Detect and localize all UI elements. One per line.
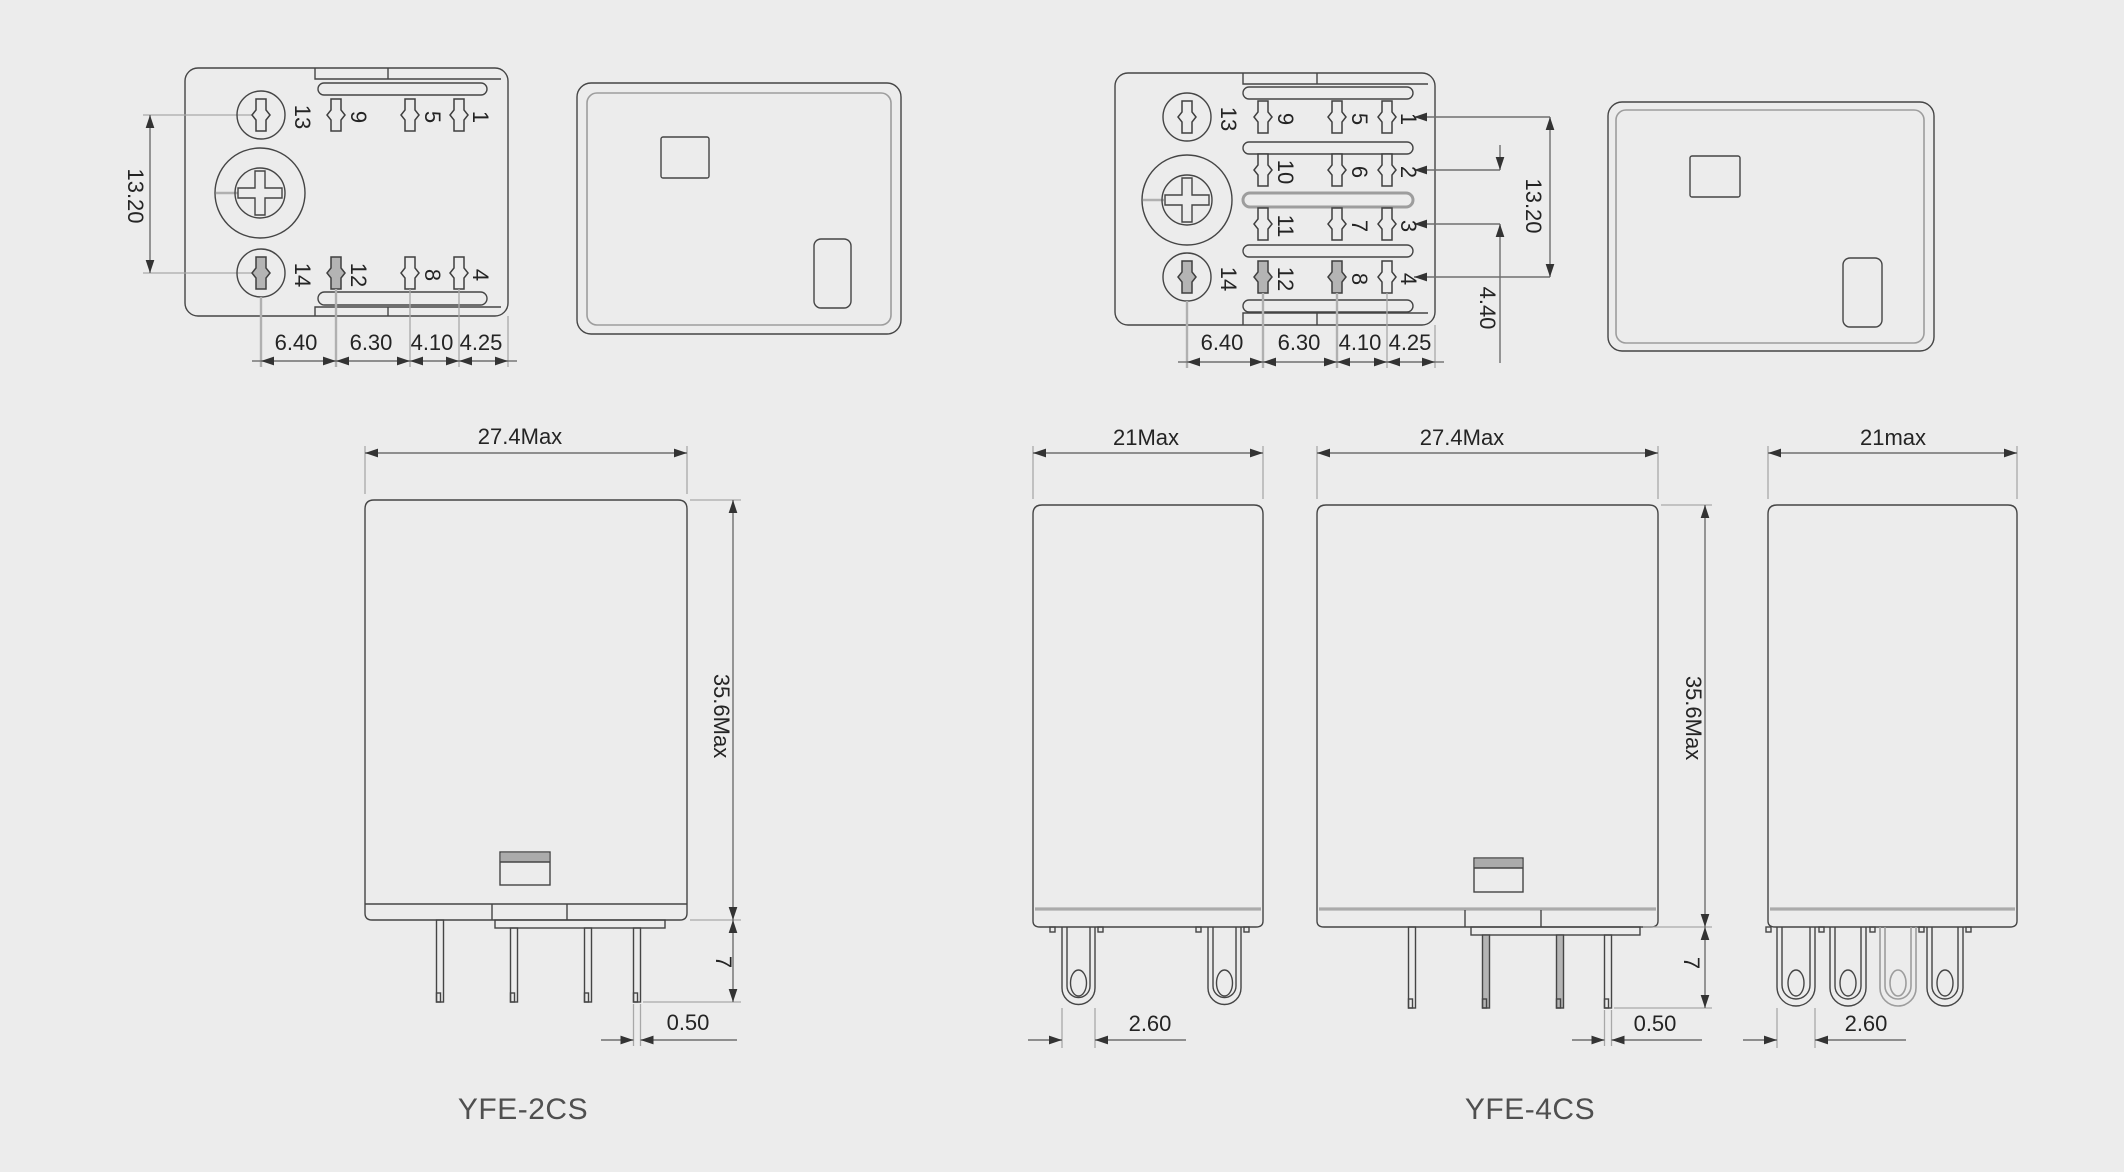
yfe2cs-top-view [576,82,902,335]
dim-label: 6.40 [1201,330,1244,355]
dim-label-row-spacing: 13.20 [123,168,148,223]
pin-label: 14 [290,263,315,287]
yfe4cs-front-view: 27.4Max 35.6Max 7 0.50 [1316,425,1712,1046]
pin-label: 6 [1347,166,1372,178]
dim-label-blade-width: 2.60 [1129,1011,1172,1036]
dim-label-row-gap: 4.40 [1475,287,1500,330]
pin-label: 8 [420,269,445,281]
dim-label: 6.30 [1278,330,1321,355]
dim-label: 6.30 [350,330,393,355]
yfe2cs-bottom-dimensions [145,115,517,366]
dim-label-row-span: 13.20 [1521,178,1546,233]
test-button-slot [1842,257,1883,328]
test-button-slot [813,238,852,309]
dim-label-width: 27.4Max [478,424,562,449]
dim-label-blade-width: 2.60 [1845,1011,1888,1036]
pin-label: 5 [420,111,445,123]
yfe4cs-top-view [1607,101,1935,352]
dim-label: 4.25 [1389,330,1432,355]
screw-cross-slot [237,170,283,216]
blade-pins [1776,927,1964,1007]
pin-label: 1 [468,111,493,123]
blade-pins [1061,927,1242,1006]
pin-label: 9 [346,111,371,123]
pin-label: 10 [1273,160,1298,184]
yfe2cs-front-view: 27.4Max 35.6Max 7 0.50 [364,424,741,1046]
pin-label: 4 [468,269,493,281]
pin-label: 2 [1396,166,1421,178]
dim-label-width: 21max [1860,425,1926,450]
dim-label-pin-length: 7 [711,956,736,968]
yfe4cs-bottom-view: 13 9 5 1 10 6 2 11 7 3 14 12 8 4 13.20 4… [1114,72,1555,368]
pin-label: 14 [1216,267,1241,291]
dim-label-width: 27.4Max [1420,425,1504,450]
pin-label: 3 [1396,220,1421,232]
dim-label-pin-length: 7 [1679,957,1704,969]
dim-label: 6.40 [275,330,318,355]
caption-yfe4cs: YFE-4CS [1465,1093,1595,1126]
pin-label: 11 [1273,215,1298,238]
dim-label-pin-width: 0.50 [1634,1011,1677,1036]
caption-yfe2cs: YFE-2CS [458,1093,588,1126]
pin-label: 5 [1347,113,1372,125]
pin-label: 4 [1396,273,1421,285]
dim-label-width: 21Max [1113,425,1179,450]
dim-label: 4.25 [460,330,503,355]
pin-label: 13 [290,105,315,129]
pin-label: 8 [1347,273,1372,285]
yfe2cs-front-pins [435,919,642,1003]
pin-label: 12 [1273,267,1298,291]
dim-label-height: 35.6Max [709,674,734,758]
dim-label: 4.10 [1339,330,1382,355]
yfe4cs-side-view-left: 21Max 2.60 [1028,425,1264,1048]
yfe2cs-bottom-view: 13 9 5 1 14 12 8 4 13.20 6.40 6.30 4.10 … [123,67,517,367]
yfe4cs-bottom-dimensions [1178,117,1555,367]
dim-label-height: 35.6Max [1681,676,1706,760]
yfe4cs-front-pins [1407,926,1613,1009]
indicator-window [1689,155,1741,198]
yfe4cs-side-view-right: 21max 2.60 [1743,425,2018,1048]
indicator-window [660,136,710,179]
dim-label-pin-width: 0.50 [667,1010,710,1035]
dim-label: 4.10 [411,330,454,355]
pin-label: 13 [1216,107,1241,131]
pin-label: 7 [1347,220,1372,232]
pin-label: 9 [1273,113,1298,125]
pin-label: 12 [346,263,371,287]
screw-cross-slot [1164,177,1210,223]
pin-label: 1 [1396,113,1421,125]
